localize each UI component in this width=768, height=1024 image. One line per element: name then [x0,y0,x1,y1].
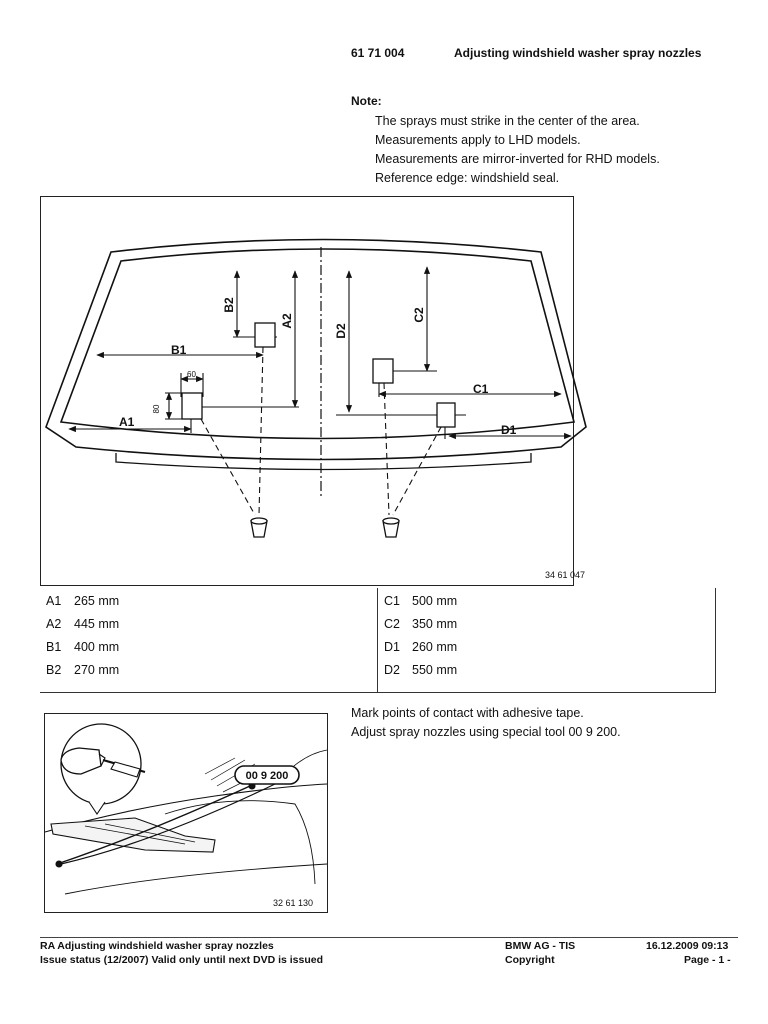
document-number: 61 71 004 [351,46,405,60]
table-divider [377,588,378,692]
tool-badge [234,765,300,785]
measurement-label: D2 [384,663,400,677]
label-b1: B1 [171,343,187,357]
measurement-label: D1 [384,640,400,654]
label-c2: C2 [412,307,426,323]
instruction-line: Mark points of contact with adhesive tap… [351,706,584,720]
note-line: Measurements are mirror-inverted for RHD… [375,152,660,166]
measurement-row: D1 260 mm [384,640,457,654]
label-d1: D1 [501,423,517,437]
document-title: Adjusting windshield washer spray nozzle… [454,46,702,60]
measurement-label: A2 [46,617,62,631]
footer-page-number: Page - 1 - [684,954,731,966]
label-a1: A1 [119,415,135,429]
note-line: The sprays must strike in the center of … [375,114,640,128]
measurement-row: B1 400 mm [46,640,119,654]
measurement-value: 445 mm [74,617,120,631]
label-d2: D2 [334,323,348,339]
note-text: The sprays must strike in the center of … [375,112,660,188]
measurement-value: 265 mm [74,594,120,608]
measurement-table: A1 265 mm A2 445 mm B1 400 mm B2 270 mm C1 50… [40,588,716,693]
footer-divider [40,937,738,938]
spray-target-right-lower [436,402,456,428]
measurement-value: 550 mm [412,663,458,677]
windshield-diagram: B1 A1 C1 D1 B2 A2 D2 C2 60 80 34 61 047 [40,196,587,586]
measurement-row: A1 265 mm [46,594,119,608]
windshield-drawing: B1 A1 C1 D1 B2 A2 D2 C2 60 80 34 61 047 [45,238,587,580]
measurement-value: 270 mm [74,663,120,677]
measurement-label: C1 [384,594,400,608]
figure2-reference: 32 61 130 [273,898,313,908]
footer-copyright: Copyright [505,954,555,966]
spray-target-right-upper [372,358,394,384]
footer-issue-status: Issue status (12/2007) Valid only until … [40,954,324,966]
measurement-label: B1 [46,640,62,654]
spray-target-left-upper [254,322,276,348]
measurement-row: A2 445 mm [46,617,119,631]
measurement-row: C1 500 mm [384,594,457,608]
note-label: Note: [351,94,382,108]
measurement-row: B2 270 mm [46,663,119,677]
table-edge [715,588,716,692]
note-line: Reference edge: windshield seal. [375,171,560,185]
instruction-line: Adjust spray nozzles using special tool … [351,725,621,739]
footer-title: RA Adjusting windshield washer spray noz… [40,940,274,952]
measurement-label: B2 [46,663,62,677]
label-a2: A2 [280,313,294,329]
label-b2: B2 [222,297,236,313]
measurement-value: 260 mm [412,640,458,654]
measurement-label: C2 [384,617,400,631]
footer-publisher: BMW AG - TIS [505,940,576,952]
measurement-value: 500 mm [412,594,458,608]
measurement-row: D2 550 mm [384,663,457,677]
measurement-value: 350 mm [412,617,458,631]
label-80: 80 [152,404,161,413]
label-c1: C1 [473,382,489,396]
instructions: Mark points of contact with adhesive tap… [351,704,621,742]
measurement-label: A1 [46,594,62,608]
spray-target-left-lower [181,392,203,420]
tool-illustration: 00 9 200 32 61 130 [44,713,328,913]
tool-number-label: 00 9 200 [246,770,289,782]
measurement-value: 400 mm [74,640,120,654]
measurement-row: C2 350 mm [384,617,457,631]
footer-date: 16.12.2009 09:13 [646,940,729,952]
tool-drawing: 00 9 200 32 61 130 [44,723,328,908]
nozzle-icons [250,517,400,538]
label-60: 60 [187,370,196,379]
figure1-reference: 34 61 047 [545,570,585,580]
note-line: Measurements apply to LHD models. [375,133,581,147]
